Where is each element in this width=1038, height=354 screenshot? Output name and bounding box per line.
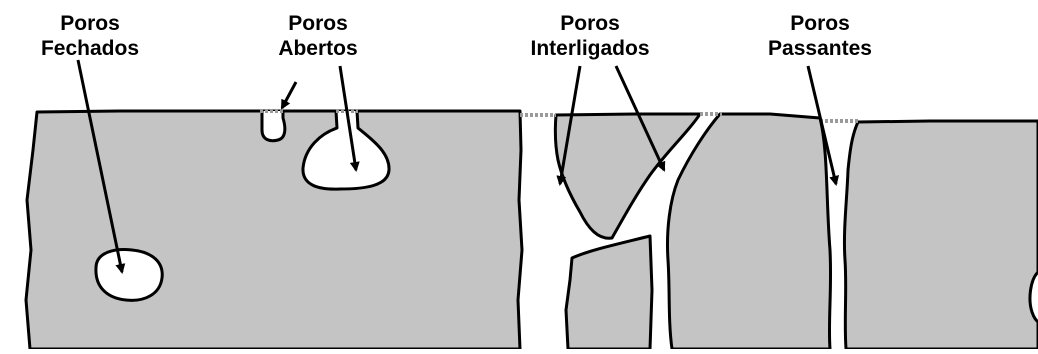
label-fechados-line2: Fechados <box>30 36 150 61</box>
open-pore-small <box>262 111 285 141</box>
label-abertos-line2: Abertos <box>258 36 378 61</box>
label-poros-abertos: Poros Abertos <box>258 11 378 61</box>
solid-block-right <box>844 121 1038 349</box>
label-poros-passantes: Poros Passantes <box>755 11 885 61</box>
label-passantes-line2: Passantes <box>755 36 885 61</box>
label-interligados-line1: Poros <box>510 11 670 36</box>
label-interligados-line2: Interligados <box>510 36 670 61</box>
label-fechados-line1: Poros <box>30 11 150 36</box>
solid-block-left <box>26 111 522 349</box>
label-abertos-line1: Poros <box>258 11 378 36</box>
label-poros-interligados: Poros Interligados <box>510 11 670 61</box>
label-poros-fechados: Poros Fechados <box>30 11 150 61</box>
label-passantes-line1: Poros <box>755 11 885 36</box>
arrow-abertos-small <box>282 82 296 108</box>
closed-pore <box>96 250 162 301</box>
solid-block-middle <box>667 114 830 349</box>
solid-block-interconnected-lower <box>566 236 652 349</box>
